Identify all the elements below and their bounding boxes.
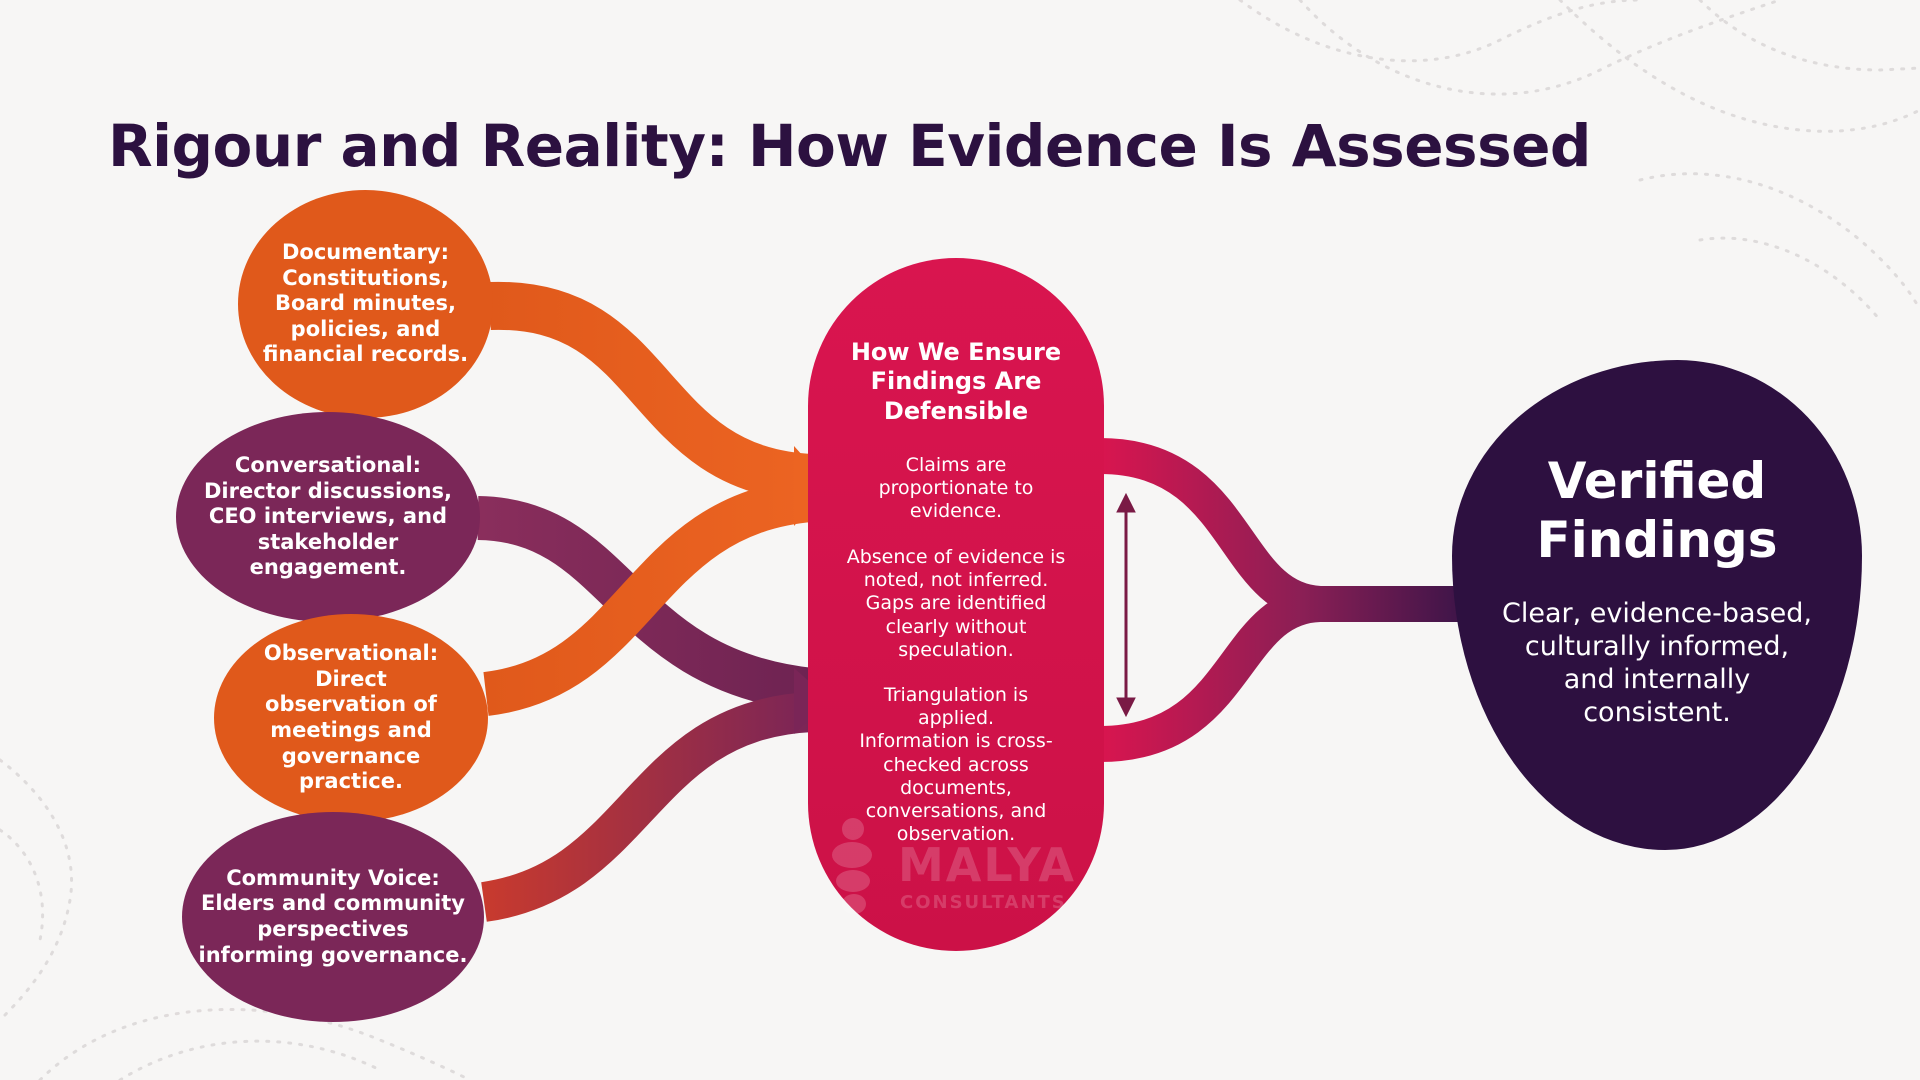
verified-findings: Verified Findings Clear, evidence-based,… — [1452, 360, 1862, 850]
source-line: observation of — [265, 692, 437, 717]
source-line: governance — [281, 743, 421, 768]
para-line: speculation. — [898, 638, 1014, 661]
para-line: applied. — [917, 707, 995, 730]
source-line: practice. — [299, 769, 403, 794]
source-line: Documentary: — [282, 239, 449, 264]
source-line: Elders and community — [201, 891, 465, 916]
source-line: Conversational: — [234, 452, 422, 477]
source-line: policies, and — [290, 316, 441, 341]
source-line: informing governance. — [198, 942, 468, 967]
watermark-sub: CONSULTANTS — [900, 892, 1067, 913]
source-line: Board minutes, — [274, 291, 457, 316]
source-line: CEO interviews, and — [208, 504, 448, 529]
source-line: Director discussions, — [204, 478, 452, 503]
para-line: Gaps are identified — [865, 592, 1047, 615]
para-line: documents, — [900, 776, 1012, 799]
double-arrow-icon — [1116, 492, 1136, 718]
flow-community-voice — [480, 692, 814, 922]
para-line: observation. — [896, 823, 1016, 846]
verified-text-line: Clear, evidence-based, — [1501, 598, 1812, 629]
source-line: Direct — [315, 666, 387, 691]
malya-watermark: MALYA CONSULTANTS — [822, 812, 1102, 922]
para-line: proportionate to — [878, 477, 1034, 500]
flow-observational — [482, 478, 815, 716]
source-line: Observational: — [263, 641, 439, 666]
verified-title-line: Verified — [1547, 452, 1767, 510]
principle-triangulation: Triangulation is applied. Information is… — [820, 684, 1092, 846]
verified-text-line: and internally — [1563, 663, 1751, 695]
flow-documentary — [489, 281, 814, 502]
principle-proportionate-claims: Claims are proportionate to evidence. — [820, 454, 1092, 524]
principle-absence-of-evidence: Absence of evidence is noted, not inferr… — [820, 546, 1092, 662]
verified-title: Verified Findings — [1452, 452, 1862, 570]
watermark-name: MALYA — [898, 838, 1077, 892]
page-title: Rigour and Reality: How Evidence Is Asse… — [108, 112, 1591, 180]
verified-title-line: Findings — [1536, 511, 1778, 569]
source-conversational: Conversational: Director discussions, CE… — [176, 412, 480, 622]
source-documentary: Documentary: Constitutions, Board minute… — [238, 190, 493, 418]
source-line: stakeholder — [257, 529, 399, 554]
source-line: Community Voice: — [226, 865, 440, 890]
source-line: meetings and — [270, 718, 432, 742]
heading-line: Defensible — [883, 396, 1029, 425]
source-observational: Observational: Direct observation of mee… — [214, 614, 488, 822]
source-line: Constitutions, — [282, 265, 449, 290]
flow-output — [1099, 438, 1470, 762]
heading-line: Findings Are — [870, 367, 1042, 396]
para-line: Triangulation is — [883, 684, 1029, 706]
para-line: clearly without — [885, 615, 1027, 638]
para-line: Absence of evidence is — [846, 546, 1066, 568]
pill-heading: How We Ensure Findings Are Defensible — [808, 338, 1104, 426]
source-line: engagement. — [249, 555, 407, 580]
para-line: noted, not inferred. — [863, 569, 1049, 592]
defensibility-pill: How We Ensure Findings Are Defensible Cl… — [808, 258, 1104, 951]
heading-line: How We Ensure — [850, 338, 1062, 366]
para-line: conversations, and — [865, 799, 1047, 822]
malya-logo-icon — [828, 818, 878, 918]
source-community-voice: Community Voice: Elders and community pe… — [182, 812, 484, 1022]
para-line: Claims are — [905, 454, 1007, 476]
source-line: financial records. — [262, 342, 469, 367]
verified-text-line: culturally informed, — [1524, 630, 1790, 662]
source-line: perspectives — [257, 917, 409, 941]
verified-description: Clear, evidence-based, culturally inform… — [1492, 598, 1822, 730]
verified-text-line: consistent. — [1583, 696, 1731, 728]
para-line: evidence. — [909, 500, 1003, 523]
para-line: checked across — [883, 753, 1029, 776]
para-line: Information is cross- — [859, 730, 1053, 753]
